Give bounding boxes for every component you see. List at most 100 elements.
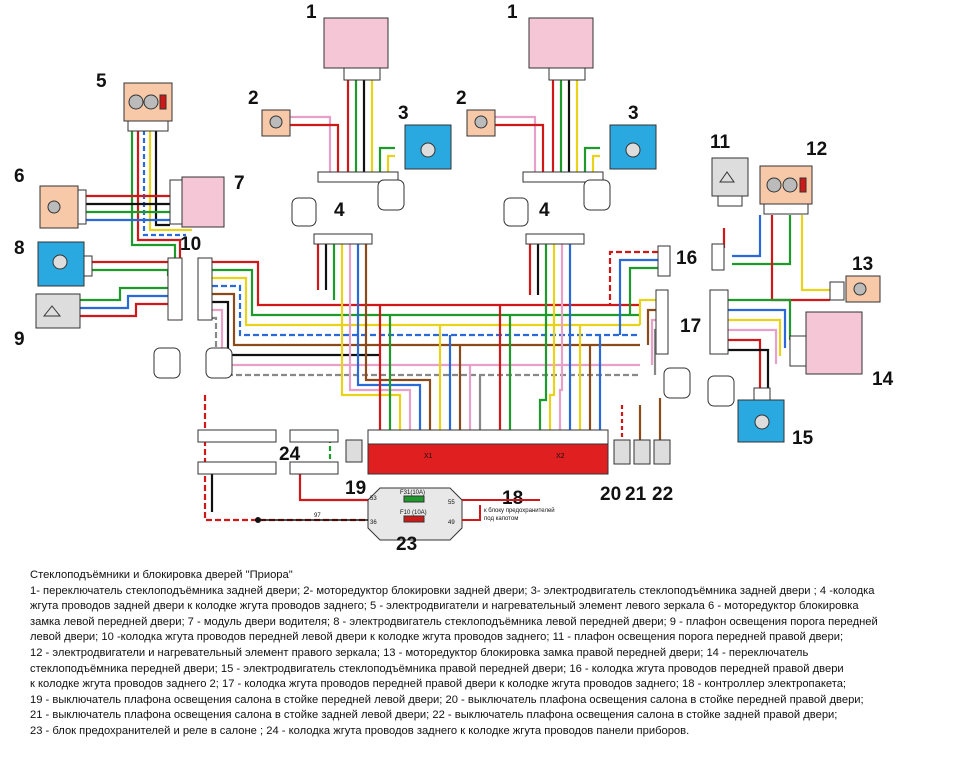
num-15: 15: [792, 428, 814, 449]
legend-line: левой двери; 10 -колодка жгута проводов …: [30, 631, 844, 644]
door-switch-19: 19: [345, 439, 366, 499]
wire: [732, 215, 792, 266]
wire: [628, 266, 658, 315]
wire: [364, 243, 432, 430]
num-8: 8: [14, 238, 25, 259]
wire: [800, 215, 830, 292]
left-sill-lamp-9: 9: [14, 293, 81, 350]
num-4-right: 4: [539, 200, 550, 221]
door-switch-20: 20: [600, 439, 631, 505]
wire: [212, 284, 640, 337]
rear-window-motor-3-left: 3: [398, 103, 452, 170]
num-1-right: 1: [507, 2, 518, 23]
wire: [80, 294, 168, 310]
num-19: 19: [345, 478, 366, 499]
num-5: 5: [96, 71, 107, 92]
connector-plug-icons: [153, 179, 735, 407]
left-window-motor-8: 8: [14, 238, 93, 287]
wire: [638, 298, 658, 325]
rear-lock-motor-2-right: 2: [456, 88, 496, 137]
num-24: 24: [279, 444, 301, 465]
wire: [583, 146, 600, 172]
wire: [378, 146, 395, 172]
wire: [290, 115, 332, 172]
wire: [154, 130, 170, 227]
connector-16: 16: [657, 243, 725, 277]
wire: [728, 298, 792, 340]
wiring-diagram: 5 6 7 8 9 10 1 2: [14, 2, 894, 555]
legend-line: жгута проводов задней двери к колодке жг…: [30, 600, 859, 613]
wire: [212, 316, 640, 377]
wire: [136, 130, 182, 262]
wire: [495, 115, 537, 172]
splice-dot: [255, 517, 261, 523]
rear-window-switch-1-right: 1: [507, 2, 594, 81]
connector-10: 10: [167, 234, 213, 321]
fuse-block-23: F31(10A) F10 (10A) 53 55 36 49 23: [367, 487, 463, 555]
connector-24: 24: [197, 429, 339, 475]
wire: [340, 243, 402, 430]
pin-49: 49: [448, 520, 455, 526]
door-switch-21: 21: [625, 439, 651, 505]
wire: [728, 318, 782, 356]
door-switch-22: 22: [652, 439, 673, 505]
wire: [142, 130, 186, 237]
num-4-left: 4: [334, 200, 345, 221]
wire: [548, 243, 556, 430]
num-18: 18: [502, 488, 523, 509]
wire: [608, 250, 658, 305]
num-9: 9: [14, 329, 25, 350]
num-2-left: 2: [248, 88, 259, 109]
wire-bundles: [80, 77, 830, 522]
num-21: 21: [625, 484, 647, 505]
right-sill-lamp-11: 11: [710, 132, 749, 207]
legend-line: 21 - выключатель плафона освещения салон…: [30, 709, 838, 722]
wire: [212, 276, 640, 327]
to-fuse-block-line2: под капотом: [484, 516, 518, 522]
wire: [130, 130, 177, 262]
wire: [728, 328, 778, 364]
fuse-f31-label: F31(10A): [400, 490, 425, 496]
wire: [495, 123, 545, 172]
legend-line: 19 - выключатель плафона освещения салон…: [30, 693, 864, 706]
pin-53: 53: [370, 496, 377, 502]
wire-97-label: 97: [314, 513, 321, 519]
fuse-f10-label: F10 (10A): [400, 510, 427, 516]
wire: [646, 308, 658, 345]
wire: [732, 215, 762, 258]
rear-door-connector-4-left: 4: [313, 171, 399, 245]
wire: [92, 260, 177, 270]
legend-line: замка левой передней двери; 7 - модуль д…: [30, 615, 878, 628]
rear-lock-motor-2-left: 2: [248, 88, 291, 137]
rear-window-motor-3-right: 3: [609, 103, 657, 170]
legend-line: 1- переключатель стеклоподъёмника задней…: [30, 584, 875, 597]
to-fuse-block-line1: к блоку предохранителей: [484, 507, 555, 514]
legend-line: стеклоподъёмника передней двери; 15 - эл…: [30, 662, 844, 675]
window-switch-14: 14: [789, 311, 894, 390]
num-20: 20: [600, 484, 621, 505]
legend-line: 23 - блок предохранителей и реле в салон…: [30, 724, 690, 737]
rear-door-connector-4-right: 4: [522, 171, 604, 245]
wire: [591, 154, 600, 172]
wire: [728, 308, 787, 348]
wire: [298, 470, 370, 502]
num-14: 14: [872, 369, 894, 390]
left-mirror-5: 5: [96, 71, 173, 132]
num-16: 16: [676, 248, 697, 269]
wire: [290, 123, 340, 172]
right-lock-motor-13: 13: [829, 254, 881, 303]
legend-title: Стеклоподъёмники и блокировка дверей "Пр…: [30, 569, 293, 581]
right-mirror-12: 12: [759, 139, 827, 215]
wire: [212, 260, 640, 307]
num-12: 12: [806, 139, 827, 160]
num-22: 22: [652, 484, 673, 505]
num-23: 23: [396, 534, 417, 555]
num-1-left: 1: [306, 2, 317, 23]
wire: [212, 308, 640, 367]
num-13: 13: [852, 254, 873, 275]
wire: [80, 302, 168, 318]
num-11: 11: [710, 132, 731, 153]
controller-18: X1 X2 18: [367, 429, 609, 509]
rear-window-switch-1-left: 1: [306, 2, 389, 81]
num-17: 17: [680, 316, 701, 337]
